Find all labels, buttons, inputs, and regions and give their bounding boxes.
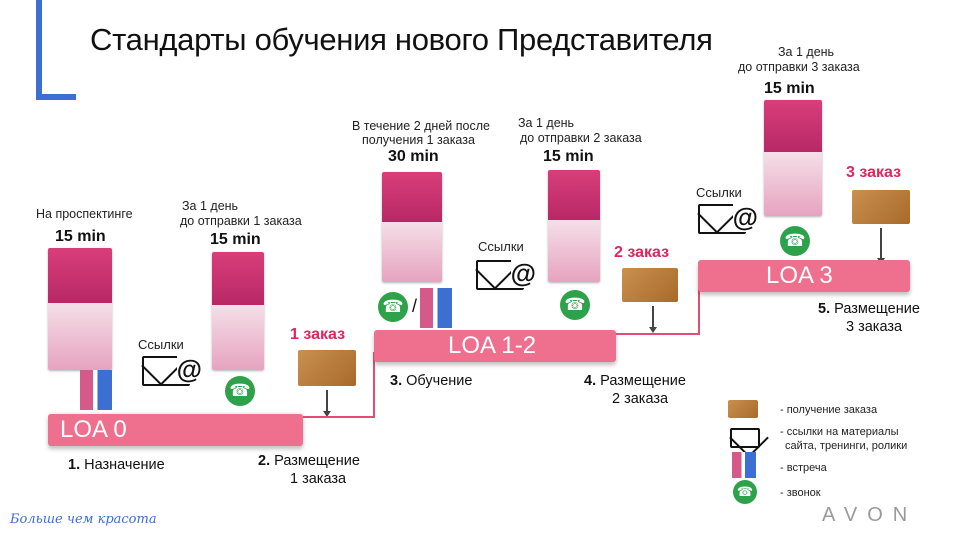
- mail-icon: @: [476, 258, 536, 290]
- phone-icon: ☎: [378, 292, 408, 322]
- within2-label-1: В течение 2 дней после: [352, 119, 490, 133]
- mail-icon: @: [698, 202, 758, 234]
- prospect-label: На проспектинге: [36, 207, 133, 221]
- before-order3-label-1: За 1 день: [778, 45, 835, 59]
- before-order3-label-2: до отправки 3 заказа: [738, 60, 860, 74]
- loa12-bar: LOA 1-2: [374, 330, 616, 362]
- legend-meeting-label: - встреча: [780, 462, 827, 474]
- legend-mail-label-1: - ссылки на материалы: [780, 426, 899, 438]
- order2-arrow: [652, 306, 654, 328]
- legend-phone-label: - звонок: [780, 487, 821, 499]
- loa3-bar: LOA 3: [698, 260, 910, 292]
- mail-icon: @: [142, 354, 202, 386]
- meeting-icon: [80, 370, 112, 410]
- order3-arrow: [880, 228, 882, 260]
- brochure-inspiration: [764, 100, 822, 216]
- order1-arrowhead: [323, 411, 331, 417]
- brochure-inspiration: [212, 252, 264, 370]
- connector-12-h: [616, 333, 700, 335]
- meeting-icon: [420, 288, 452, 328]
- phone-icon: ☎: [560, 290, 590, 320]
- time-before-order2: 15 min: [543, 148, 594, 165]
- time-before-order1: 15 min: [210, 231, 261, 248]
- legend-meeting-icon: [732, 452, 756, 478]
- before-order1-label-1: За 1 день: [182, 199, 239, 213]
- order1-arrow: [326, 390, 328, 412]
- legend-box-icon: [728, 400, 758, 418]
- order2-arrowhead: [649, 327, 657, 333]
- legend-phone-icon: ☎: [733, 480, 757, 504]
- time-within2: 30 min: [388, 148, 439, 165]
- loa0-bar: LOA 0: [48, 414, 303, 446]
- step-1: 1. Назначение: [68, 457, 165, 473]
- connector-12-v: [698, 262, 700, 335]
- title-bracket-horizontal: [36, 94, 76, 100]
- slash-separator: /: [412, 296, 418, 316]
- step-2-line1: 2. Размещение: [258, 453, 360, 469]
- title-bracket-vertical: [36, 0, 42, 100]
- before-order1-label-2: до отправки 1 заказа: [180, 214, 302, 228]
- step-4-line1: 4. Размещение: [584, 373, 686, 389]
- brochure-inspiration: [548, 170, 600, 282]
- links-label-2: Ссылки: [478, 239, 524, 254]
- time-before-order3: 15 min: [764, 80, 815, 97]
- brochure-thank-you: [382, 172, 442, 282]
- before-order2-label-1: За 1 день: [518, 116, 575, 130]
- step-3: 3. Обучение: [390, 373, 473, 389]
- phone-icon: ☎: [780, 226, 810, 256]
- footer-slogan: Больше чем красота: [10, 512, 157, 527]
- order2-box-icon: [622, 268, 678, 302]
- order1-box-icon: [298, 350, 356, 386]
- avon-logo: AVON: [822, 504, 918, 526]
- connector-0-v: [373, 352, 375, 418]
- before-order2-label-2: до отправки 2 заказа: [520, 131, 642, 145]
- legend-box-label: - получение заказа: [780, 404, 878, 416]
- time-prospect: 15 min: [55, 228, 106, 245]
- step-5-line2: 3 заказа: [846, 319, 903, 335]
- page-title: Стандарты обучения нового Представителя: [90, 22, 713, 57]
- links-label-3: Ссылки: [696, 185, 742, 200]
- within2-label-2: получения 1 заказа: [362, 133, 475, 147]
- order2-label: 2 заказ: [614, 244, 670, 261]
- order3-box-icon: [852, 190, 910, 224]
- step-5-line1: 5. Размещение: [818, 301, 920, 317]
- order1-label: 1 заказ: [290, 326, 346, 343]
- legend-mail-label-2: сайта, тренинги, ролики: [785, 440, 908, 452]
- order3-label: 3 заказ: [846, 164, 902, 181]
- connector-0-h: [303, 416, 375, 418]
- links-label-1: Ссылки: [138, 337, 184, 352]
- legend-mail-icon: [730, 428, 760, 448]
- phone-icon: ☎: [225, 376, 255, 406]
- brochure-easy-start: [48, 248, 112, 370]
- step-4-line2: 2 заказа: [612, 391, 669, 407]
- step-2-line2: 1 заказа: [290, 471, 347, 487]
